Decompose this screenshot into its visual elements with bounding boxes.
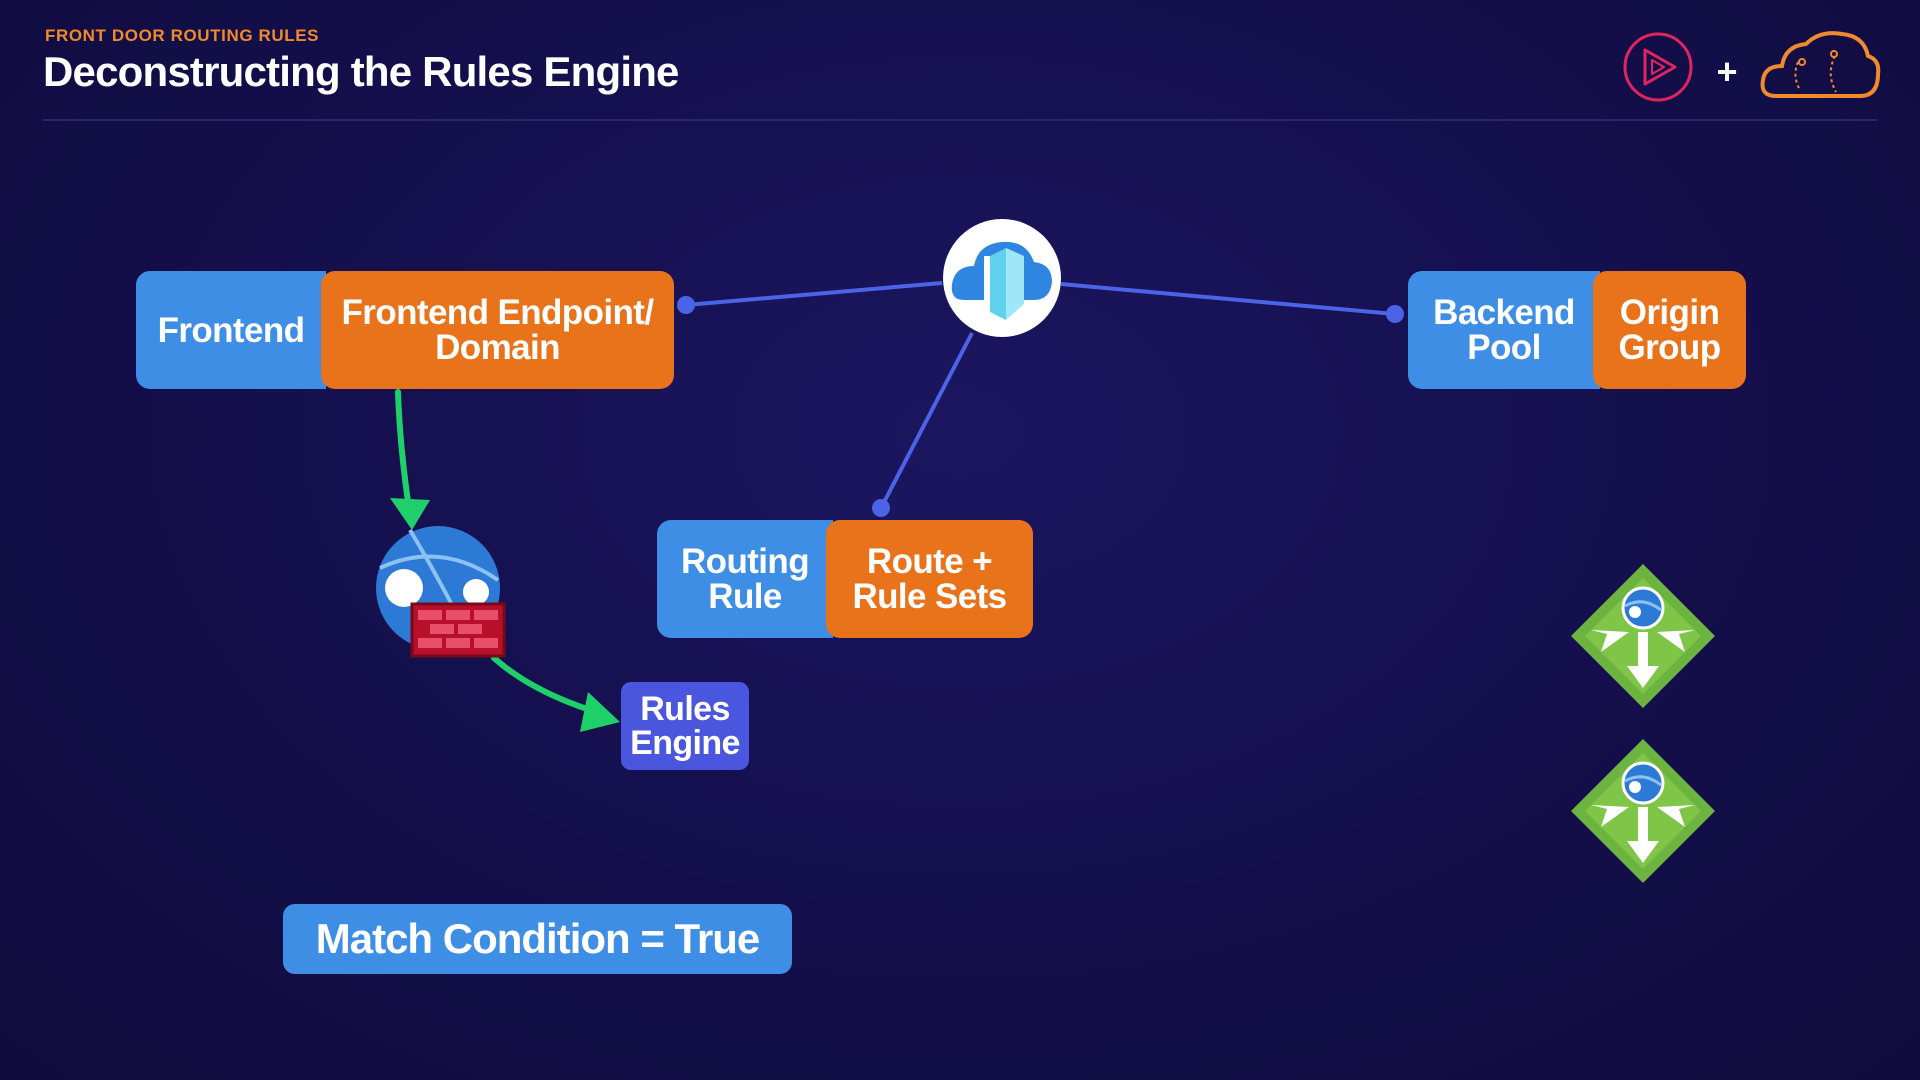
page-title: Deconstructing the Rules Engine [43,48,679,95]
match-condition-label: Match Condition = True [315,915,761,962]
origin-group-label-line2: Group [1618,328,1722,367]
section-eyebrow: FRONT DOOR ROUTING RULES [45,26,320,45]
connector-dot-endpoint [677,296,695,314]
backend-pool-box: Backend Pool [1408,271,1600,389]
rules-engine-box: Rules Engine [621,682,749,770]
frontend-label: Frontend [157,310,305,350]
backend-pool-label-line2: Pool [1467,328,1541,367]
frontend-box: Frontend [136,271,326,389]
header-divider [43,119,1877,121]
rules-engine-label-line1: Rules [640,690,730,728]
origin-group-label-line1: Origin [1619,293,1720,332]
connector-dot-backend [1386,305,1404,323]
match-condition-box: Match Condition = True [283,904,792,974]
frontend-endpoint-label-line2: Domain [435,328,560,367]
frontend-endpoint-label-line1: Frontend Endpoint/ [341,293,655,332]
arrow-waf-to-rules [491,655,593,713]
route-rulesets-label-line1: Route + [866,542,993,581]
frontend-endpoint-box: Frontend Endpoint/ Domain [321,271,674,389]
origin-group-box: Origin Group [1593,271,1746,389]
connector-frontdoor-to-backend [1060,282,1396,316]
arrow-endpoint-to-waf [395,389,413,518]
arrow-waf-to-rules-head [580,692,620,732]
routing-rule-label-line1: Routing [681,542,810,581]
route-rulesets-box: Route + Rule Sets [826,520,1033,638]
route-rulesets-label-line2: Rule Sets [852,577,1007,616]
routing-rule-box: Routing Rule [657,520,833,638]
routing-rule-label-line2: Rule [708,577,782,616]
connector-frontdoor-to-route [879,332,974,509]
backend-pool-label-line1: Backend [1433,293,1575,332]
rules-engine-label-line2: Engine [630,724,740,762]
connector-endpoint-to-frontdoor [685,281,943,307]
arrow-endpoint-to-waf-head [390,498,430,530]
connector-dot-route [872,499,890,517]
